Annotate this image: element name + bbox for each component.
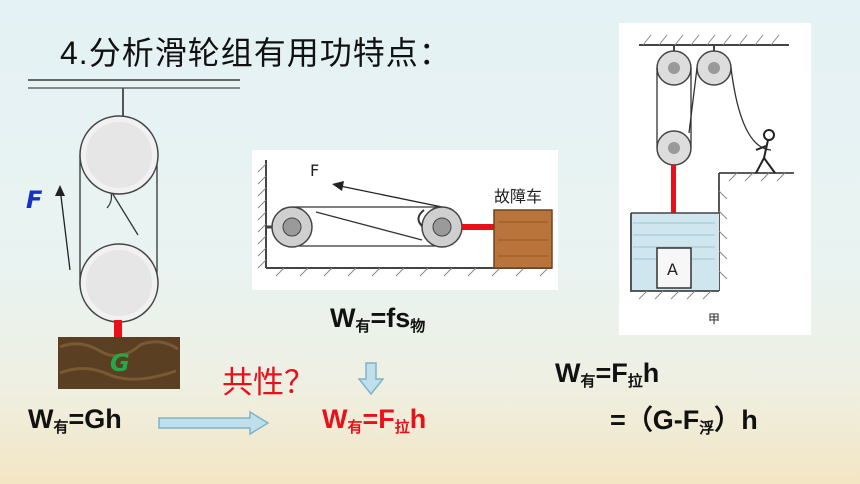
red-connector	[114, 320, 122, 337]
weight-label: G	[110, 349, 130, 377]
force-arrowhead	[55, 185, 65, 196]
eq-subscript: 拉	[627, 373, 643, 390]
equation-w-fs: W有=fs物	[330, 303, 425, 336]
eq-tail: h	[409, 404, 427, 434]
eq-symbol: W	[28, 404, 54, 434]
vertical-pulley-figure: F G	[26, 79, 240, 389]
eq-body: =Gh	[68, 404, 122, 434]
force-label: F	[310, 161, 319, 180]
eq-body: =fs	[370, 303, 411, 333]
equation-right-line2: =（G-F浮）h	[610, 398, 758, 438]
water-pulley-figure: A 甲	[619, 23, 811, 335]
object-a	[656, 247, 692, 289]
equation-right-line1: W有=F拉h	[555, 358, 659, 391]
eq-body: =（G-F	[610, 405, 700, 435]
horizontal-pulley-figure: F 故障车	[252, 150, 558, 290]
common-question: 共性？	[222, 365, 315, 401]
pull-rope	[339, 185, 443, 208]
force-arrowhead	[332, 181, 344, 191]
eq-subscript: 有	[347, 419, 363, 436]
eq-subscript: 有	[580, 373, 596, 390]
right-arrow	[158, 410, 270, 436]
eq-subscript: 拉	[394, 419, 410, 436]
broken-car-crate	[493, 209, 553, 269]
force-label: F	[26, 186, 43, 214]
eq-body: =F	[362, 404, 395, 434]
eq-subscript: 有	[53, 419, 69, 436]
eq-tail: ）h	[714, 405, 758, 435]
vehicle-label: 故障车	[494, 187, 542, 206]
pull-rope	[59, 187, 71, 271]
eq-symbol: W	[322, 404, 348, 434]
eq-subscript: 物	[410, 318, 426, 335]
figure-caption: 甲	[708, 312, 720, 326]
object-a-label: A	[667, 260, 678, 279]
equation-w-gh: W有=Gh	[28, 404, 122, 437]
load-block	[58, 337, 180, 389]
eq-subscript: 有	[355, 318, 371, 335]
title-text: 分析滑轮组有用功特点：	[88, 34, 452, 72]
title-number: 4.	[60, 35, 89, 71]
equation-w-fh: W有=F拉h	[322, 404, 426, 437]
eq-body: =F	[595, 358, 628, 388]
slide-title: 4.分析滑轮组有用功特点：	[60, 28, 452, 74]
red-connector	[671, 165, 676, 248]
eq-symbol: W	[330, 303, 356, 333]
red-connector	[462, 224, 494, 230]
down-arrow	[358, 362, 384, 396]
eq-symbol: W	[555, 358, 581, 388]
stick-figure	[755, 129, 776, 174]
eq-subscript: 浮	[699, 420, 715, 437]
eq-tail: h	[642, 358, 660, 388]
